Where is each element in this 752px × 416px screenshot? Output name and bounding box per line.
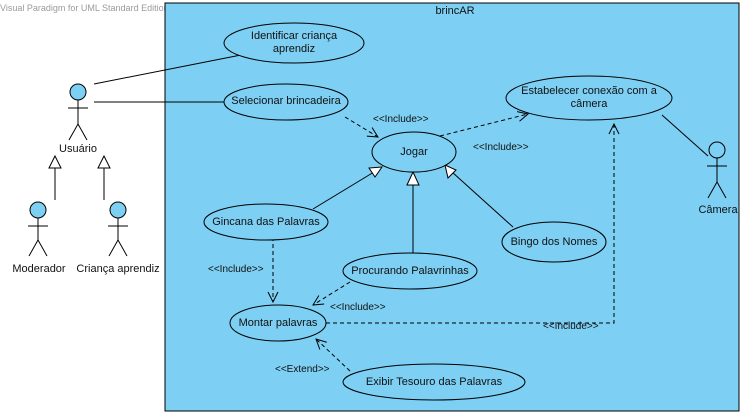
usecase-procurando[interactable] (342, 252, 478, 290)
usecase-exibir[interactable] (342, 363, 526, 401)
usecase-jogar[interactable] (371, 131, 457, 173)
include-procurando-montar (313, 281, 351, 305)
usecase-jogar-label: Jogar (400, 146, 428, 158)
gen-bingo-jogar (451, 171, 514, 228)
usecase-selecionar[interactable] (223, 83, 349, 121)
include-label-gincana-montar: <<Include>> (208, 264, 264, 275)
actor-moderador[interactable] (28, 201, 48, 257)
actor-crianca-head (109, 201, 127, 219)
usecase-estabelecer[interactable] (505, 75, 673, 121)
gen-moderador-head (48, 154, 62, 169)
usecase-montar[interactable] (229, 304, 327, 342)
gen-crianca-head (97, 154, 111, 169)
extend-exibir-montar (316, 339, 351, 372)
usecase-montar-label: Montar palavras (238, 317, 318, 329)
include-jogar-estabelecer (439, 114, 528, 137)
usecase-exibir-label: Exibir Tesouro das Palavras (365, 376, 503, 388)
include-montar-estabelecer (326, 124, 614, 324)
usecase-gincana-label: Gincana das Palavras (212, 216, 320, 228)
include-label-selecionar-jogar: <<Include>> (373, 114, 429, 125)
usecase-bingo-label: Bingo dos Nomes (510, 236, 598, 248)
actor-camera[interactable] (707, 141, 727, 199)
actor-usuario[interactable] (68, 83, 88, 141)
gen-procurando-head (406, 170, 420, 186)
assoc-usuario-identificar (93, 53, 247, 85)
include-label-montar-estabelecer: <<Include>> (543, 321, 599, 332)
actor-camera-label: Câmera (698, 204, 738, 216)
usecase-identificar-label-1: Identificar criança (250, 30, 338, 42)
usecase-selecionar-label: Selecionar brincadeira (231, 95, 341, 107)
actor-crianca[interactable] (108, 201, 128, 257)
actor-camera-head (708, 141, 726, 159)
gen-gincana-head (368, 166, 384, 178)
system-title: brincAR (435, 5, 475, 17)
usecase-procurando-label: Procurando Palavrinhas (351, 265, 469, 277)
usecase-identificar-label-2: aprendiz (272, 43, 316, 55)
usecase-gincana[interactable] (203, 203, 329, 241)
assoc-camera-estabelecer (661, 114, 709, 157)
gen-bingo-head (444, 164, 457, 179)
actor-moderador-label: Moderador (12, 263, 66, 275)
gen-gincana-jogar (312, 171, 375, 210)
usecase-estabelecer-label-2: câmera (570, 98, 608, 110)
extend-label-exibir-montar: <<Extend>> (275, 364, 330, 375)
actor-usuario-label: Usuário (59, 143, 97, 155)
include-label-procurando-montar: <<Include>> (330, 302, 386, 313)
include-label-jogar-estabelecer: <<Include>> (473, 142, 529, 153)
usecase-identificar[interactable] (223, 22, 365, 64)
actor-moderador-head (29, 201, 47, 219)
usecase-estabelecer-label-1: Estabelecer conexão com a (521, 85, 657, 97)
usecase-bingo[interactable] (501, 221, 607, 263)
actor-crianca-label: Criança aprendiz (76, 263, 160, 275)
actor-usuario-head (69, 83, 87, 101)
